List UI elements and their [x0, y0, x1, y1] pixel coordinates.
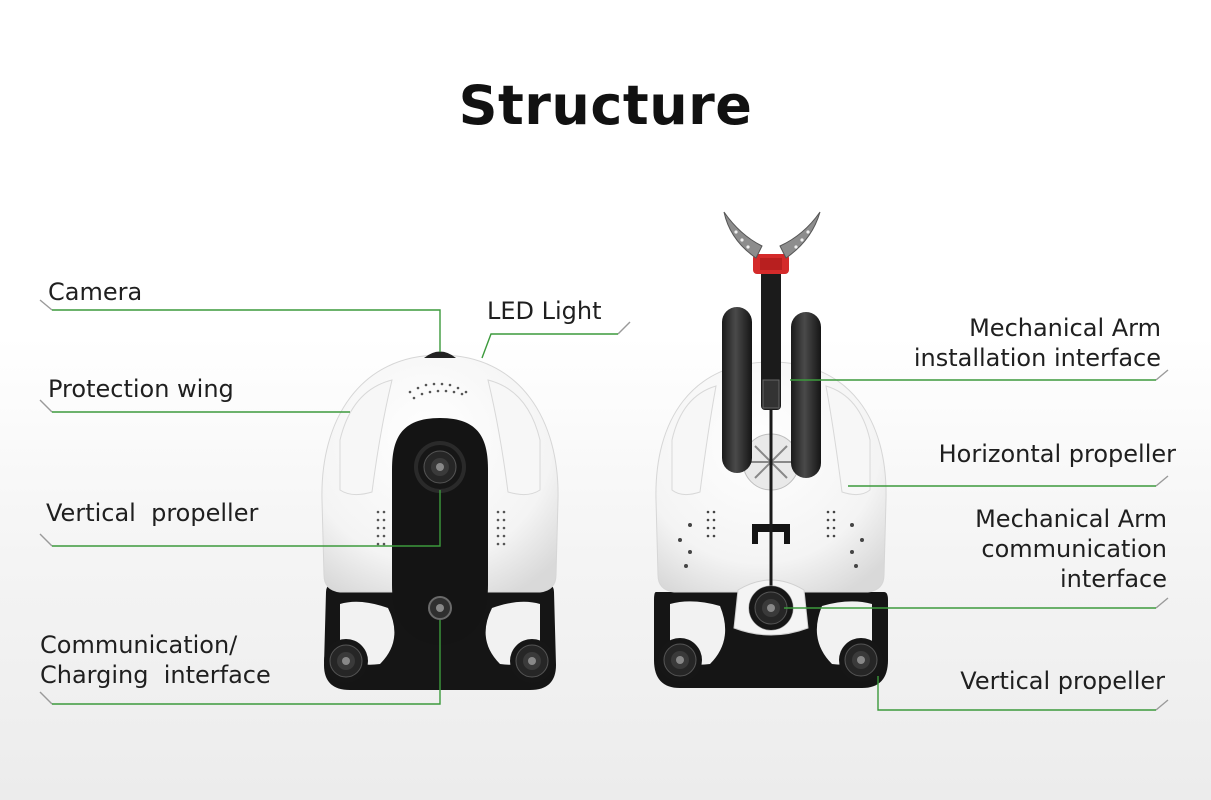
gripper-claw-left — [723, 211, 763, 259]
label-arm-comm-line3: interface — [1059, 565, 1167, 593]
back-view-robot — [654, 211, 888, 688]
label-led-light: LED Light — [487, 297, 602, 325]
label-arm-install-line2: installation interface — [913, 344, 1161, 372]
label-comm-charging-line1: Communication/ — [40, 631, 238, 659]
label-vertical-propeller-back: Vertical propeller — [960, 667, 1165, 695]
label-vertical-propeller-front: Vertical propeller — [46, 499, 259, 527]
label-protection-wing: Protection wing — [48, 375, 234, 403]
label-comm-charging-line2: Charging interface — [40, 661, 271, 689]
camera-dome — [424, 351, 456, 358]
label-arm-install-line1: Mechanical Arm — [969, 314, 1161, 342]
label-arm-comm-line2: communication — [981, 535, 1167, 563]
diagram-title: Structure — [458, 74, 753, 137]
label-horizontal-propeller: Horizontal propeller — [938, 440, 1176, 468]
leader-lines — [39, 299, 1169, 711]
label-camera: Camera — [48, 278, 143, 306]
right-float-tube — [791, 312, 821, 478]
gripper-claw-right — [779, 211, 821, 259]
label-arm-comm-line1: Mechanical Arm — [975, 505, 1167, 533]
left-float-tube — [722, 307, 752, 473]
front-view-robot — [321, 351, 559, 690]
